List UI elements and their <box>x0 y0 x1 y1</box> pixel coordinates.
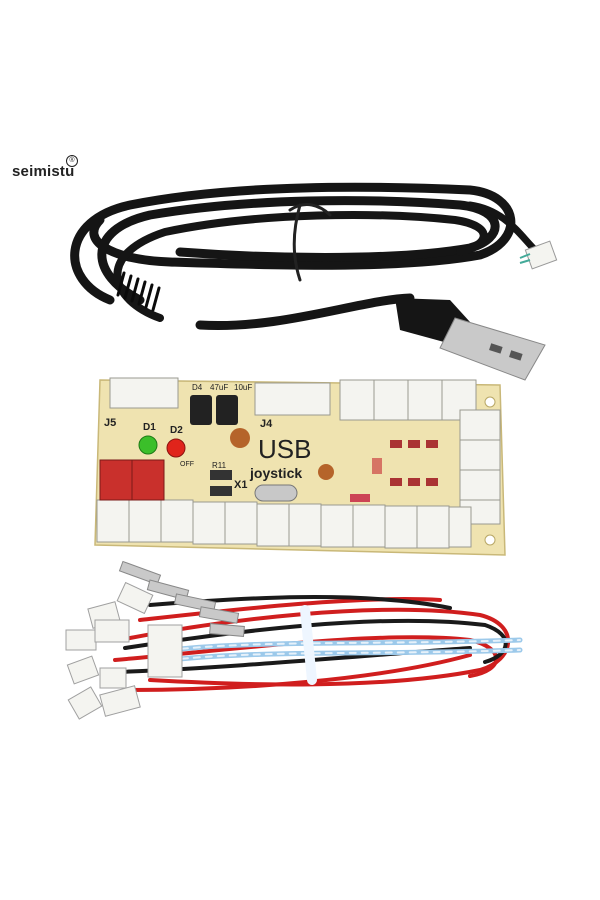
harness-terminals <box>118 560 245 638</box>
components <box>190 395 438 502</box>
green-led <box>138 435 158 455</box>
label-47uf: 47uF <box>210 383 228 392</box>
red-connectors <box>99 459 165 501</box>
label-d1: D1 <box>143 422 156 433</box>
bottom-connectors <box>96 499 472 549</box>
label-x1: X1 <box>234 479 247 491</box>
board-title: USB <box>258 434 311 464</box>
label-d2: D2 <box>170 425 183 436</box>
cable-end-connector <box>519 240 558 270</box>
label-off: OFF <box>180 461 194 468</box>
brand-name: seimistu <box>12 163 75 180</box>
label-10uf: 10uF <box>234 383 252 392</box>
board-subtitle: joystick <box>249 465 302 481</box>
red-led <box>166 438 186 458</box>
harness-connectors <box>65 581 183 720</box>
usb-a-plug <box>395 298 546 381</box>
label-r11: R11 <box>212 461 227 470</box>
label-j4: J4 <box>260 418 273 430</box>
usb-encoder-board: USB joystick J5 J4 D1 D2 X1 D4 47uF 10uF… <box>94 377 506 556</box>
right-connectors <box>459 409 501 525</box>
usb-cable <box>70 182 539 331</box>
label-j5: J5 <box>104 417 116 429</box>
label-d4: D4 <box>192 383 203 392</box>
registered-mark: ® <box>66 155 78 167</box>
